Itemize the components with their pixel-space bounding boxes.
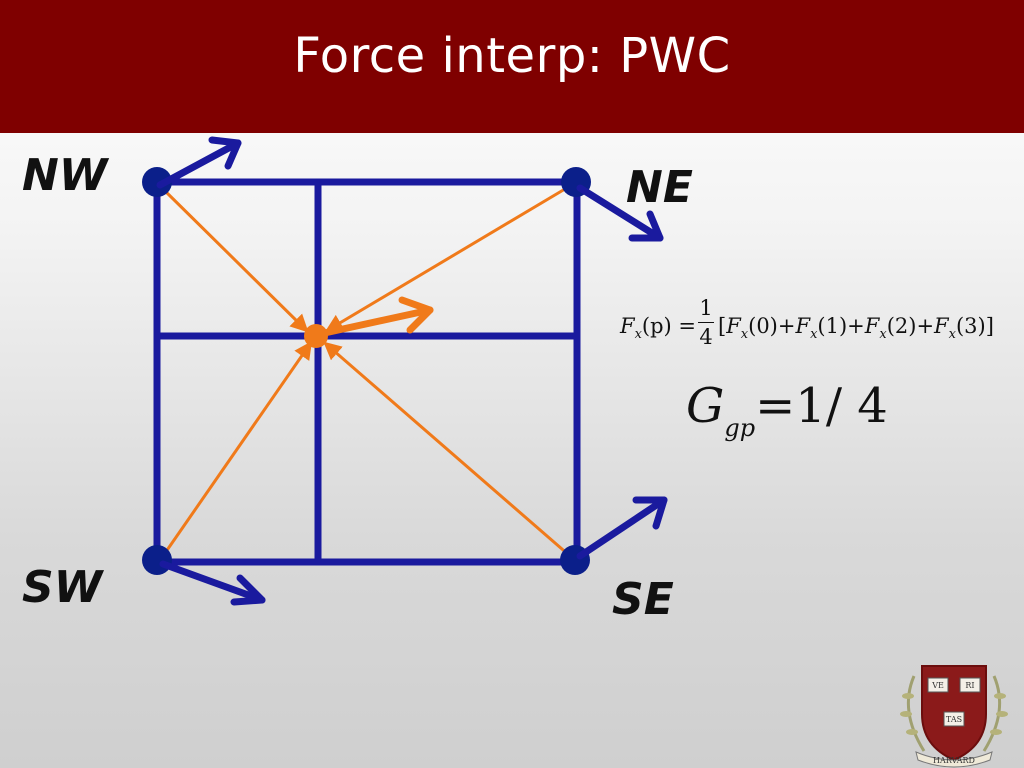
interp-lines (160, 184, 571, 558)
seal-ri: RI (965, 681, 974, 690)
slide-title: Force interp: PWC (293, 28, 731, 84)
corner-label-sw: SW (22, 562, 103, 613)
seal-banner-text: HARVARD (933, 756, 975, 765)
seal-tas: TAS (946, 715, 962, 724)
corner-label-nw: NW (22, 150, 108, 201)
corner-label-se: SE (612, 574, 674, 625)
interp-force-arrow (316, 296, 434, 338)
formula-fraction: 1 4 (698, 296, 714, 349)
grid-lines (153, 178, 581, 566)
force-arrow-ne (576, 184, 664, 242)
formula-lhs: Fx(p) = (620, 314, 697, 342)
harvard-seal-logo: VE RI TAS HARVARD (900, 665, 1008, 768)
interp-line-ne (324, 184, 571, 332)
formula-rhs: [Fx(0)+Fx(1)+Fx(2)+Fx(3)] (718, 314, 994, 342)
node-nw (142, 167, 172, 197)
seal-ve: VE (931, 681, 944, 690)
interp-line-sw (161, 341, 313, 557)
corner-label-ne: NE (626, 162, 693, 213)
force-arrow-sw (159, 560, 266, 606)
force-arrow-nw (156, 136, 242, 189)
gain-equation: Ggp=1/ 4 (686, 378, 888, 442)
interp-line-nw (160, 186, 309, 333)
title-bar: Force interp: PWC (0, 0, 1024, 133)
force-arrow-se (576, 496, 668, 560)
interp-line-se (323, 341, 571, 558)
node-sw (142, 545, 172, 575)
node-force-arrows (156, 136, 668, 606)
force-formula: Fx(p) = 1 4 [Fx(0)+Fx(1)+Fx(2)+Fx(3)] (620, 296, 1020, 360)
